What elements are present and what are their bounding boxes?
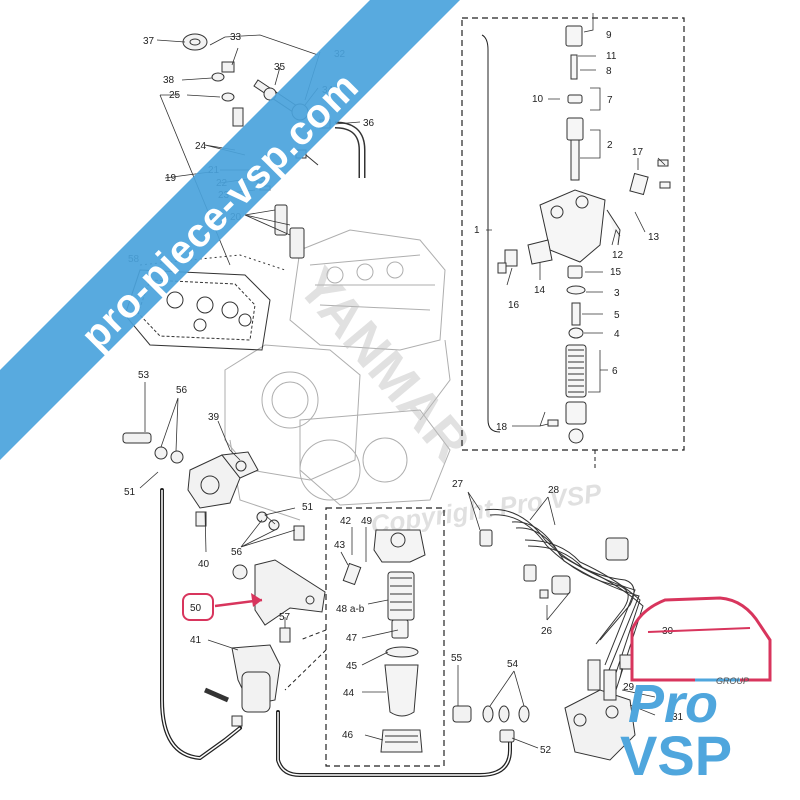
callout-31: 31 [672, 712, 684, 723]
callout-5: 5 [614, 310, 620, 321]
callout-42: 42 [340, 516, 352, 527]
callout-18: 18 [496, 422, 508, 433]
callout-44: 44 [343, 688, 355, 699]
callout-55: 55 [451, 653, 463, 664]
callout-51-right: 51 [302, 502, 314, 513]
callout-14: 14 [534, 285, 546, 296]
callout-4: 4 [614, 329, 620, 340]
callout-11: 11 [606, 51, 617, 62]
injection-pump-body [564, 654, 636, 761]
injection-pipes [479, 508, 644, 691]
callout-8: 8 [606, 66, 612, 77]
callout-40: 40 [198, 559, 210, 570]
callout-1: 1 [474, 225, 480, 236]
callout-51-left: 51 [124, 487, 136, 498]
callout-16: 16 [508, 300, 520, 311]
callout-27: 27 [452, 479, 464, 490]
callout-2: 2 [607, 140, 613, 151]
callout-37: 37 [143, 36, 155, 47]
car-outline-icon [630, 596, 772, 682]
callout-26: 26 [541, 626, 553, 637]
callout-52: 52 [540, 745, 552, 756]
callout-9: 9 [606, 30, 612, 41]
callout-7: 7 [607, 95, 613, 106]
logo-pro-text: Pro [628, 674, 718, 734]
callout-12: 12 [612, 250, 624, 261]
callout-3: 3 [614, 288, 620, 299]
callout-56-mid: 56 [231, 547, 243, 558]
callout-6: 6 [612, 366, 618, 377]
callout-33: 33 [230, 32, 242, 43]
highlight-arrow-50 [182, 593, 263, 621]
callout-15: 15 [610, 267, 622, 278]
callout-39: 39 [208, 412, 220, 423]
callout-19: 19 [165, 173, 177, 184]
fuel-filter-detail-box [284, 507, 445, 767]
pro-vsp-logo: GROUP Pro VSP [620, 596, 772, 787]
callout-48: 48 a-b [336, 604, 365, 615]
callout-10: 10 [532, 94, 544, 105]
callout-24: 24 [195, 141, 207, 152]
callout-25: 25 [169, 90, 181, 101]
callout-43: 43 [334, 540, 346, 551]
yanmar-watermark: YANMAR [286, 256, 481, 472]
logo-vsp-text: VSP [620, 724, 732, 787]
callout-46: 46 [342, 730, 354, 741]
callout-56-top: 56 [176, 385, 188, 396]
callout-38: 38 [163, 75, 175, 86]
callout-41: 41 [190, 635, 202, 646]
callout-36: 36 [363, 118, 375, 129]
callout-28: 28 [548, 485, 560, 496]
injection-pump-detail-box [461, 17, 685, 470]
engine-block-outline [224, 229, 451, 521]
callout-54: 54 [507, 659, 519, 670]
callout-35: 35 [274, 62, 286, 73]
logo-group-text: GROUP [716, 676, 749, 686]
svg-text:YANMAR: YANMAR [286, 256, 481, 472]
callout-47: 47 [346, 633, 358, 644]
callout-53: 53 [138, 370, 150, 381]
callout-57: 57 [279, 612, 291, 623]
callout-17: 17 [632, 147, 644, 158]
callout-50: 50 [190, 603, 202, 614]
callout-49: 49 [361, 516, 373, 527]
leader-lines [139, 13, 666, 749]
callout-29: 29 [623, 682, 635, 693]
fuel-hoses [160, 488, 512, 777]
callout-13: 13 [648, 232, 660, 243]
banjo-parts [452, 705, 530, 743]
callout-45: 45 [346, 661, 358, 672]
feed-pump-area [122, 432, 326, 727]
